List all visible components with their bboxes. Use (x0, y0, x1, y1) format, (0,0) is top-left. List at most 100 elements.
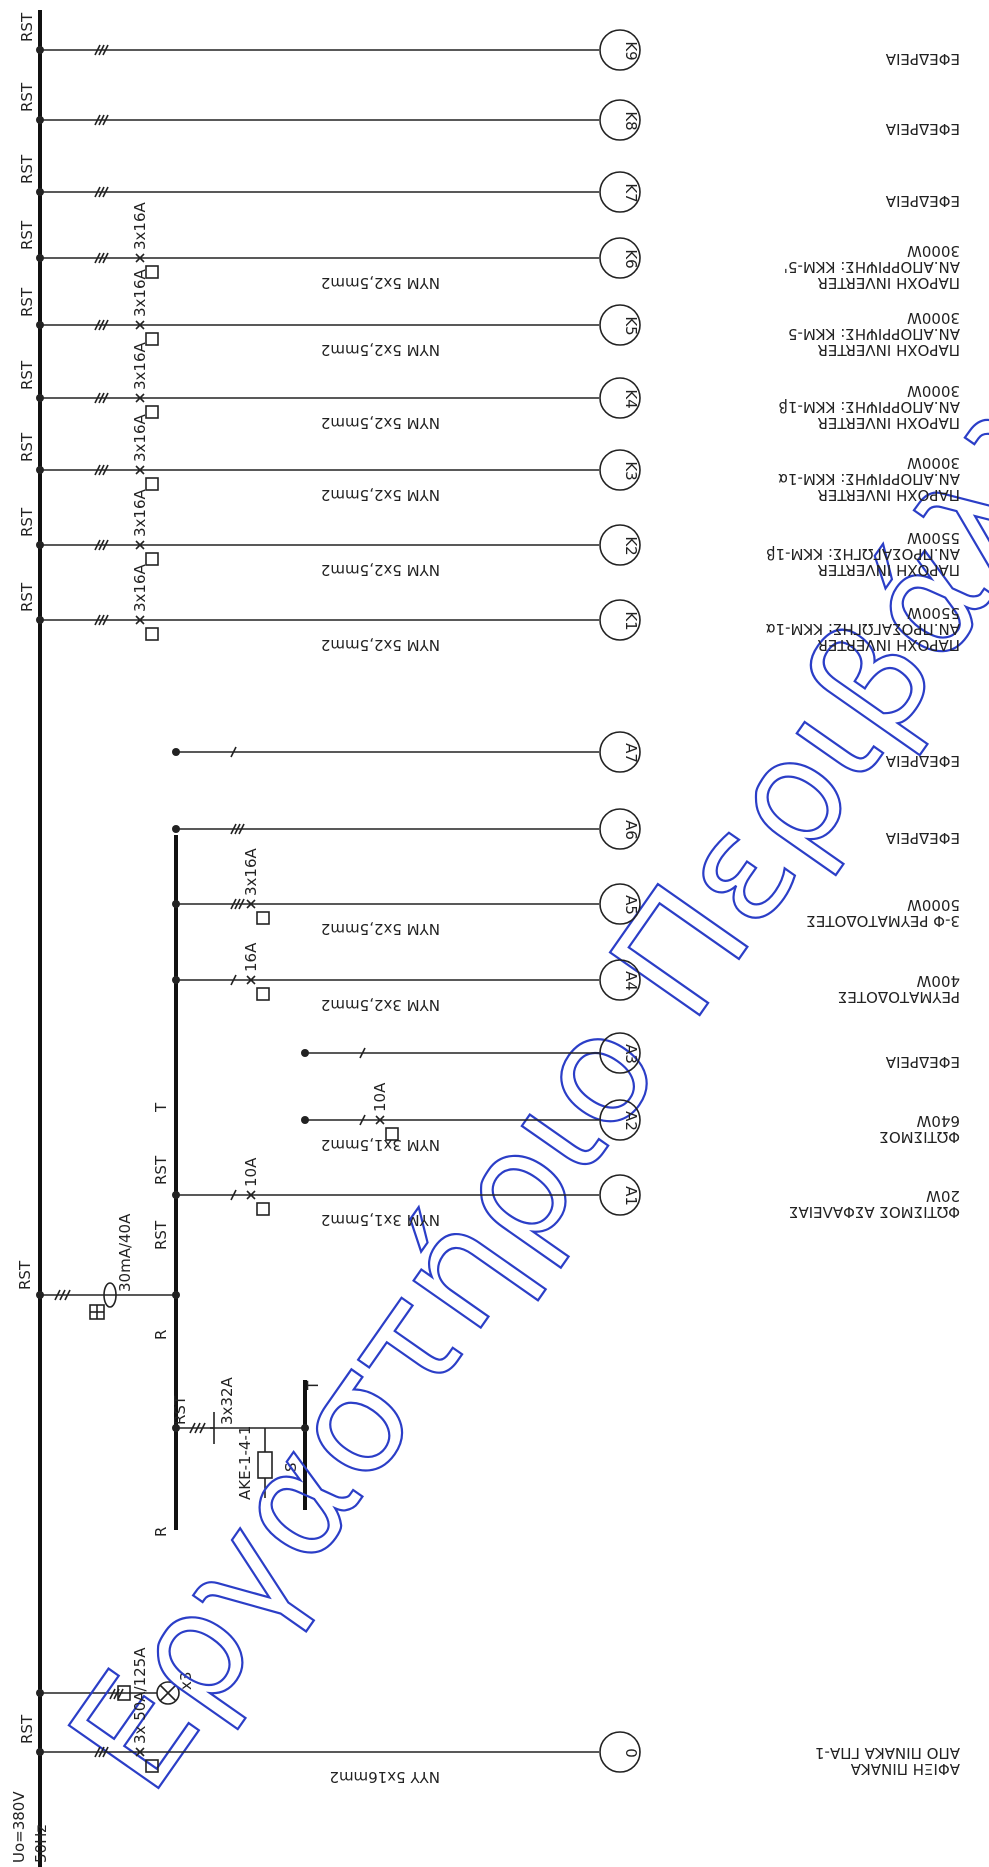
circuit-id: A4 (622, 971, 640, 991)
circuit-desc: ΠΑΡΟΧΗ INVERTER (818, 414, 961, 432)
circuit-desc: ΠΑΡΟΧΗ INVERTER (818, 274, 961, 292)
conductor-ticks (359, 1114, 366, 1126)
circuit-id: 0 (622, 1748, 640, 1758)
cable-label: ΝΥΜ 5x2,5mm2 (321, 274, 440, 292)
subbus-t-label: T (304, 1380, 322, 1391)
conductor-ticks (230, 1189, 237, 1201)
conductor-ticks (94, 614, 109, 626)
conductor-ticks (94, 392, 109, 404)
circuit-id: A1 (622, 1186, 640, 1206)
circuit-id: A5 (622, 895, 640, 915)
cable-label: ΝΥΜ 5x2,5mm2 (321, 486, 440, 504)
cable-label: ΝΥΜ 5x2,5mm2 (321, 414, 440, 432)
circuit-desc: ΕΦΕΔΡΕΙΑ (885, 829, 960, 847)
contactor-rating: 3x32A (218, 1376, 236, 1425)
breaker-rating: 10A (371, 1082, 389, 1112)
conductor-ticks (94, 44, 109, 56)
breaker-rating: 3x16A (131, 488, 149, 537)
breaker-rating: 3x16A (131, 341, 149, 390)
circuit-desc: ΡΕΥΜΑΤΟΔΟΤΕΣ (838, 988, 960, 1006)
indicator-lamps: x3 (36, 1672, 195, 1705)
circuit-node (599, 449, 641, 491)
a1-phase-label: R (152, 1527, 170, 1537)
circuit-desc: ΑΝ.ΑΠΟΡΡΙΨΗΣ: ΚΚΜ-5' (784, 258, 960, 276)
circuit-id: K8 (622, 111, 640, 130)
circuit-id: K4 (622, 389, 640, 408)
circuit-desc: ΑΝ.ΑΠΟΡΡΙΨΗΣ: ΚΚΜ-1β (778, 398, 960, 416)
circuit-node (599, 731, 641, 773)
circuit-desc: 640W (916, 1112, 960, 1130)
circuit-node (599, 1099, 641, 1141)
circuit-id: A3 (622, 1044, 640, 1064)
circuit-node (599, 99, 641, 141)
breaker-icon (246, 1190, 270, 1216)
circuit-id: A7 (622, 743, 640, 763)
breaker-rating: 3x16A (242, 847, 260, 896)
circuit-node (599, 171, 641, 213)
phase-label: RST (18, 507, 36, 537)
breaker-rating: 3x16A (131, 201, 149, 250)
rcd-branch: 30mA/40A RST (16, 1213, 180, 1320)
conductor-ticks (230, 898, 245, 910)
circuit-desc: 5500W (907, 529, 960, 547)
phase-label: RST (18, 582, 36, 612)
cable-label: ΝΥΜ 5x2,5mm2 (321, 636, 440, 654)
circuit-desc: ΠΑΡΟΧΗ INVERTER (818, 486, 961, 504)
lamp-count: x3 (177, 1672, 195, 1690)
relay-label: ΑΚΕ-1-4-1 (236, 1426, 254, 1500)
a6-phase-label: RST (152, 1155, 170, 1185)
conductor-ticks (230, 746, 237, 758)
breaker-rating: 3x 50A/125A (131, 1647, 149, 1744)
circuit-desc: 3000W (907, 309, 960, 327)
circuit-desc: 3000W (907, 382, 960, 400)
circuit-desc: ΑΝ.ΠΡΟΣΑΓΩΓΗΣ: ΚΚΜ-1β (766, 545, 960, 563)
circuit-desc: 5500W (907, 604, 960, 622)
conductor-ticks (359, 1047, 366, 1059)
circuit-desc: ΦΩΤΙΣΜΟΣ ΑΣΦΑΛΕΙΑΣ (789, 1203, 960, 1221)
circuit-node (599, 237, 641, 279)
breaker-icon (135, 615, 159, 641)
breaker-icon (135, 465, 159, 491)
conductor-ticks (230, 974, 237, 986)
breaker-icon (135, 1747, 159, 1773)
conductor-ticks (94, 1746, 109, 1758)
rcd-phase-label: RST (16, 1260, 34, 1290)
circuit-desc: ΦΩΤΙΣΜΟΣ (879, 1128, 960, 1146)
phase-label: RST (18, 1714, 36, 1744)
circuit-desc: 400W (916, 972, 960, 990)
conductor-ticks (94, 114, 109, 126)
subbus-s-label: S (282, 1462, 300, 1472)
circuit-id: K1 (622, 611, 640, 630)
circuit-desc: ΑΦΙΞΗ ΠΙΝΑΚΑ (850, 1760, 960, 1778)
lamp-icon (156, 1681, 180, 1705)
circuit-desc: 3000W (907, 242, 960, 260)
phase-label: RST (18, 360, 36, 390)
circuit-node (599, 599, 641, 641)
cable-label: ΝΥΥ 5x16mm2 (329, 1768, 440, 1786)
circuit-desc: ΕΦΕΔΡΕΙΑ (885, 50, 960, 68)
conductor-ticks (94, 539, 109, 551)
supply-voltage: Uo=380V (10, 1791, 28, 1863)
phase-label: RST (18, 82, 36, 112)
circuit-desc: ΕΦΕΔΡΕΙΑ (885, 1053, 960, 1071)
cable-label: ΝΥΜ 3x2,5mm2 (321, 996, 440, 1014)
circuit-node (599, 883, 641, 925)
circuit-id: K9 (622, 41, 640, 60)
conductor-ticks (94, 319, 109, 331)
breaker-icon (135, 393, 159, 419)
circuit-node (599, 1032, 641, 1074)
